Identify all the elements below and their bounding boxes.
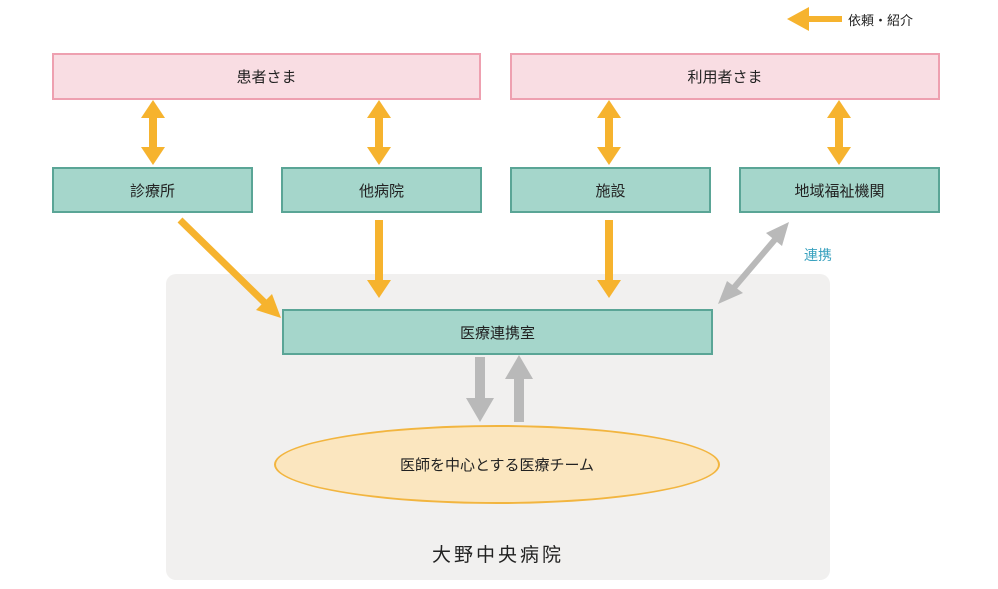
welfare-agency-box: 地域福祉機関 <box>739 167 940 213</box>
users-label: 利用者さま <box>687 68 763 86</box>
legend-arrow-icon <box>787 7 842 31</box>
clinic-box: 診療所 <box>52 167 253 213</box>
referral-arrow-icon <box>177 217 281 318</box>
legend-label: 依頼・紹介 <box>848 14 914 29</box>
medical-team-label: 医師を中心とする医療チーム <box>399 456 595 474</box>
double-arrow-icon <box>141 100 165 165</box>
facility-label: 施設 <box>595 181 626 200</box>
referral-arrow-icon <box>367 220 391 298</box>
double-arrow-icon <box>597 100 621 165</box>
other-hospital-label: 他病院 <box>358 181 404 200</box>
referral-arrow-icon <box>597 220 621 298</box>
double-arrow-icon <box>367 100 391 165</box>
other-hospital-box: 他病院 <box>281 167 482 213</box>
medical-team-ellipse: 医師を中心とする医療チーム <box>274 425 720 504</box>
down-arrow-icon <box>466 357 494 422</box>
cooperation-arrow-icon <box>718 222 789 304</box>
users-box: 利用者さま <box>510 53 940 100</box>
medical-cooperation-office-box: 医療連携室 <box>282 309 713 355</box>
clinic-label: 診療所 <box>129 181 175 200</box>
facility-box: 施設 <box>510 167 711 213</box>
double-arrow-icon <box>827 100 851 165</box>
patients-label: 患者さま <box>236 68 297 86</box>
hospital-name: 大野中央病院 <box>431 544 564 566</box>
welfare-agency-label: 地域福祉機関 <box>794 181 885 200</box>
up-arrow-icon <box>505 355 533 422</box>
patients-box: 患者さま <box>52 53 481 100</box>
medical-cooperation-office-label: 医療連携室 <box>459 323 535 342</box>
cooperation-label: 連携 <box>804 248 832 264</box>
